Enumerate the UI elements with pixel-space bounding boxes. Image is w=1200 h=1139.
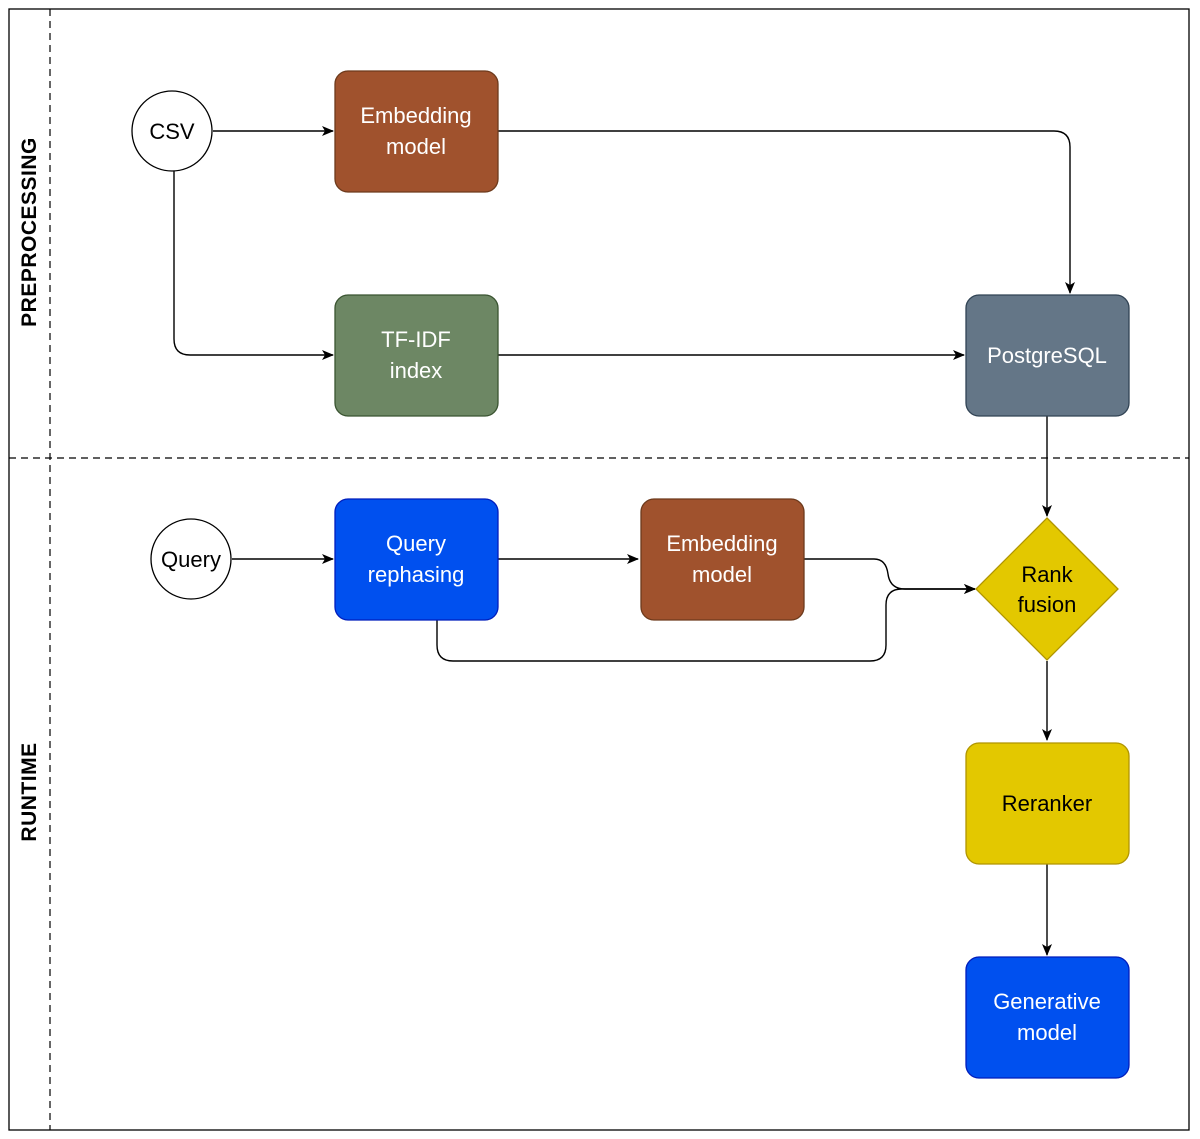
tfidf-index-node[interactable]: TF-IDF index	[334, 294, 499, 417]
rank-fusion-node[interactable]: Rank fusion	[975, 517, 1119, 661]
postgresql-node[interactable]: PostgreSQL	[965, 294, 1130, 417]
query-rephasing-label-line2: rephasing	[368, 562, 465, 587]
tfidf-index-label-line1: TF-IDF	[381, 327, 451, 352]
pool-frame	[8, 8, 1190, 1131]
query-node[interactable]: Query	[150, 518, 232, 600]
query-label: Query	[161, 547, 221, 572]
rank-fusion-label-line2: fusion	[1018, 592, 1077, 617]
embedding-model-runtime-label-line1: Embedding	[666, 531, 777, 556]
edge-embedding-to-postgresql	[498, 130, 1075, 294]
embedding-model-runtime-node[interactable]: Embedding model	[640, 498, 805, 621]
csv-node[interactable]: CSV	[131, 90, 213, 172]
postgresql-label: PostgreSQL	[987, 343, 1107, 368]
embedding-model-label-line1: Embedding	[360, 103, 471, 128]
lane-label-preprocessing: PREPROCESSING	[18, 137, 41, 327]
rank-fusion-label-line1: Rank	[1021, 562, 1073, 587]
generative-model-label-line1: Generative	[993, 989, 1101, 1014]
query-rephasing-node[interactable]: Query rephasing	[334, 498, 499, 621]
csv-label: CSV	[149, 119, 195, 144]
embedding-model-node[interactable]: Embedding model	[334, 70, 499, 193]
edge-embedding-to-rankfusion	[804, 558, 976, 594]
edge-csv-to-tfidf	[173, 171, 334, 360]
edge-rephasing-to-rankfusion	[436, 584, 976, 662]
tfidf-index-label-line2: index	[390, 358, 443, 383]
generative-model-node[interactable]: Generative model	[965, 956, 1130, 1079]
reranker-label: Reranker	[1002, 791, 1092, 816]
generative-model-label-line2: model	[1017, 1020, 1077, 1045]
embedding-model-label-line2: model	[386, 134, 446, 159]
lane-label-runtime: RUNTIME	[18, 742, 41, 841]
reranker-node[interactable]: Reranker	[965, 742, 1130, 865]
embedding-model-runtime-label-line2: model	[692, 562, 752, 587]
query-rephasing-label-line1: Query	[386, 531, 446, 556]
